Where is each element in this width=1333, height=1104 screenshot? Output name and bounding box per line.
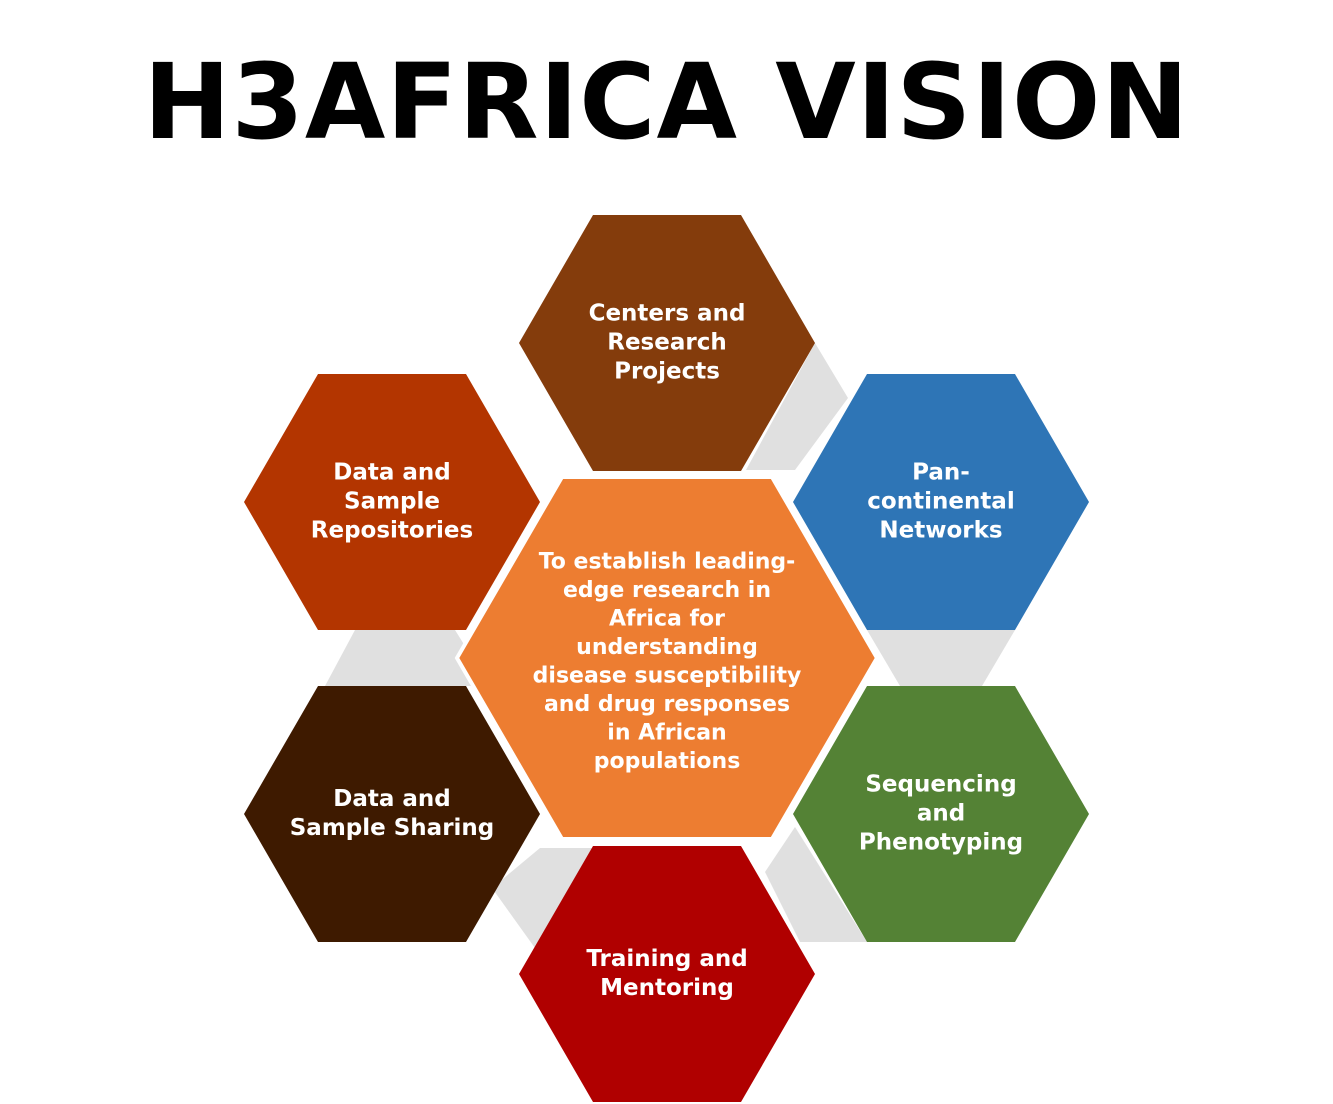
hexagon-networks-label-line-2: continental [867, 489, 1014, 515]
hexagon-sequencing-label-line-3: Phenotyping [859, 830, 1023, 856]
hexagon-sharing-label-line-2: Sample Sharing [290, 815, 495, 841]
connector-training-sharing [492, 848, 592, 962]
hexagon-networks-label-line-1: Pan- [912, 460, 970, 486]
hexagon-centers-shape [519, 215, 815, 471]
hexagon-center-label-line-4: understanding [576, 635, 758, 660]
connector-networks-sequencing [867, 630, 1015, 686]
hexagon-center-label-line-6: and drug responses [544, 692, 790, 717]
hexagon-centers-label-line-2: Research [607, 330, 726, 356]
hexagon-center-label-line-1: To establish leading- [539, 549, 796, 574]
hexagon-sequencing-label-line-2: and [917, 801, 965, 827]
hexagon-sharing-label-line-1: Data and [333, 786, 451, 812]
hexagon-networks-label-line-3: Networks [879, 518, 1002, 544]
hexagon-center-shape [454, 475, 880, 841]
hexagon-center: To establish leading-edge research in Afr… [454, 475, 880, 841]
connector-group [325, 343, 1015, 962]
hexagon-sequencing-label-line-1: Sequencing [865, 772, 1016, 798]
hexagon-sharing-shape [244, 686, 540, 942]
hexagon-training-label-line-1: Training and [586, 946, 747, 972]
hexagon-repositories-shape [244, 374, 540, 630]
hexagon-repositories-label-line-3: Repositories [311, 518, 473, 544]
hexagon-center-label-line-5: disease susceptibility [533, 663, 802, 688]
hexagon-repositories-label-line-1: Data and [333, 460, 451, 486]
hexagon-sequencing-shape [793, 686, 1089, 942]
connector-centers-networks [746, 343, 848, 470]
hexagon-center-label-line-8: populations [594, 749, 741, 774]
hexagon-training-label-line-2: Mentoring [600, 975, 734, 1001]
hexagon-center-label-line-7: in African [607, 720, 726, 745]
hexagon-centers-label-line-1: Centers and [589, 301, 746, 327]
hexagon-training-shape [519, 846, 815, 1102]
hexagon-center-label-line-3: Africa for [609, 606, 725, 631]
hexagon-repositories-label-line-2: Sample [344, 489, 440, 515]
diagram-title: H3AFRICA VISION [143, 41, 1190, 163]
hexagon-center-label-line-2: edge research in [563, 578, 771, 603]
connector-sharing-repositories [325, 630, 490, 686]
connector-sequencing-training [765, 827, 867, 942]
hexagon-centers-label-line-3: Projects [614, 359, 720, 385]
hexagon-networks-shape [793, 374, 1089, 630]
hexagon-group: Centers andResearchProjectsPan-continent… [244, 215, 1089, 1102]
